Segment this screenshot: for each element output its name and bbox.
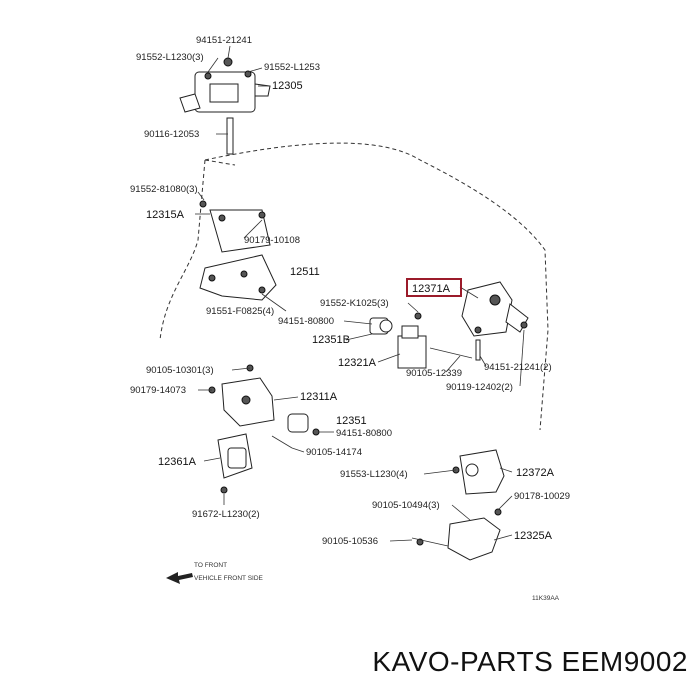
label-90179-14073: 90179-14073 xyxy=(130,385,186,396)
label-12372a: 12372A xyxy=(516,467,555,479)
label-12351: 12351 xyxy=(336,415,367,427)
mount-12315a xyxy=(199,200,271,253)
label-12351b: 12351B xyxy=(312,334,350,346)
label-12371a: 12371A xyxy=(412,283,451,295)
leader-lines xyxy=(195,45,525,542)
mount-12305 xyxy=(179,57,271,155)
label-12511: 12511 xyxy=(290,266,320,278)
label-91672-l1230-2: 91672-L1230(2) xyxy=(192,509,260,520)
label-12315a: 12315A xyxy=(146,209,185,221)
front-direction-marker: TO FRONT VEHICLE FRONT SIDE xyxy=(166,562,264,584)
label-91552-k1025-3: 91552-K1025(3) xyxy=(320,298,389,309)
label-90105-14174: 90105-14174 xyxy=(306,447,362,458)
parts-12351b-12321a xyxy=(369,312,481,369)
label-94151-21241: 94151-21241 xyxy=(196,35,252,46)
label-91552-81080-3: 91552-81080(3) xyxy=(130,184,198,195)
label-90105-10536: 90105-10536 xyxy=(322,536,378,547)
label-91552-l1253: 91552-L1253 xyxy=(264,62,320,73)
mount-12361a xyxy=(217,433,253,494)
bracket-12511 xyxy=(199,254,277,301)
label-90105-10301-3: 90105-10301(3) xyxy=(146,365,214,376)
label-12325a: 12325A xyxy=(514,530,553,542)
bracket-12325a xyxy=(411,508,502,561)
label-94151-80800-b: 94151-80800 xyxy=(336,428,392,439)
engine-outline xyxy=(159,142,549,431)
part-labels: 94151-21241 91552-L1230(3) 91552-L1253 1… xyxy=(130,35,570,547)
arrow-left-icon xyxy=(166,572,193,584)
front-note-line2: VEHICLE FRONT SIDE xyxy=(194,575,264,582)
label-90119-12402-2: 90119-12402(2) xyxy=(446,382,513,393)
label-94151-80800-a: 94151-80800 xyxy=(278,316,334,327)
label-90116-12053: 90116-12053 xyxy=(144,129,199,140)
mount-12372a xyxy=(452,449,505,495)
label-12361a: 12361A xyxy=(158,456,197,468)
front-note-line1: TO FRONT xyxy=(194,562,227,569)
label-91553-l1230-4: 91553-L1230(4) xyxy=(340,469,408,480)
label-91551-f0825-4: 91551-F0825(4) xyxy=(206,306,274,317)
label-12311a: 12311A xyxy=(300,391,338,403)
mount-12371a xyxy=(461,281,529,337)
mount-12311a xyxy=(208,364,320,449)
diagram-code: 11K39AA xyxy=(532,595,560,602)
label-90179-10108: 90179-10108 xyxy=(244,235,300,246)
label-90105-12339: 90105-12339 xyxy=(406,368,462,379)
highlight-box-12371a xyxy=(406,278,462,297)
label-12321a: 12321A xyxy=(338,357,377,369)
label-90178-10029: 90178-10029 xyxy=(514,491,570,502)
label-12305: 12305 xyxy=(272,80,303,92)
label-91552-l1230-3: 91552-L1230(3) xyxy=(136,52,204,63)
label-90105-10494-3: 90105-10494(3) xyxy=(372,500,440,511)
label-94151-21241-2: 94151-21241(2) xyxy=(484,362,552,373)
part-caption: KAVO-PARTS EEM9002 xyxy=(372,646,688,677)
